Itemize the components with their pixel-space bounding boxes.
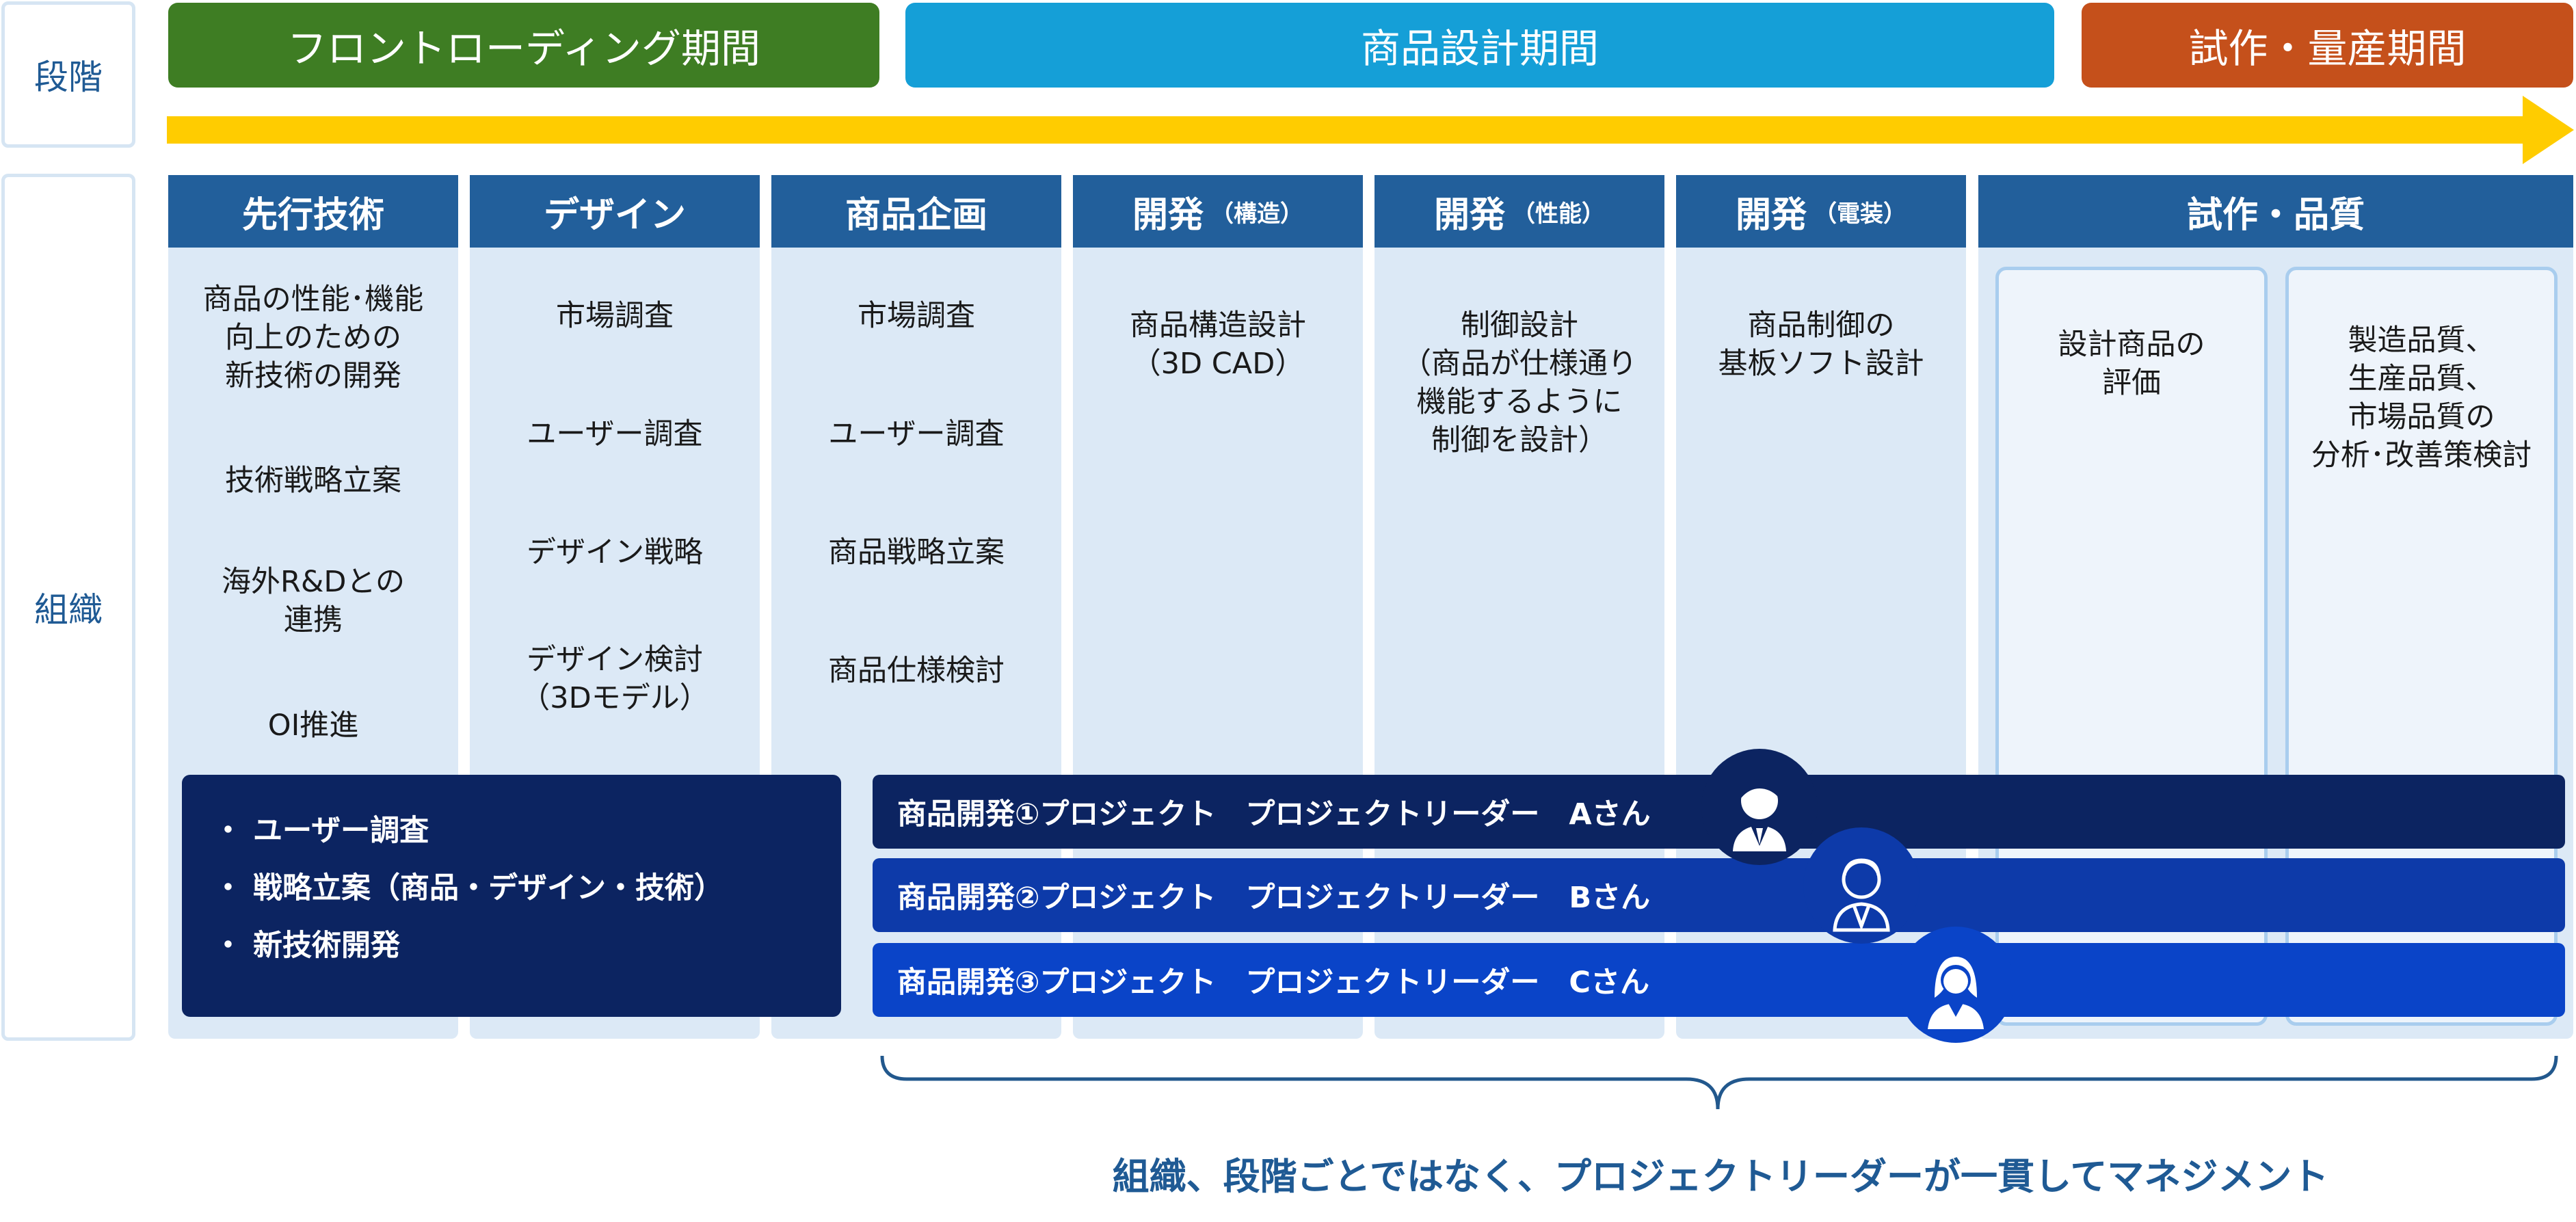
column-header: 開発（電装） [1676,175,1966,248]
column-title: 開発 [1735,194,1807,236]
phase-product-design: 商品設計期間 [905,3,2054,88]
project-label: 商品開発③プロジェクト プロジェクトリーダー Cさん [897,966,1649,1000]
task-item: ユーザー調査 [527,417,703,451]
timeline-arrow [167,96,2574,164]
org-label: 組織 [34,590,103,630]
phase-label: フロントローディング期間 [287,25,760,72]
phase-frontloading: フロントローディング期間 [168,3,879,88]
task-item: デザイン検討 （3Dモデル） [520,643,709,715]
summary-bullet: ・ 新技術開発 [213,929,400,963]
leader-b-businessman-icon [1803,827,1920,944]
task-item: 商品戦略立案 [828,535,1005,570]
project-bar-3: 商品開発③プロジェクト プロジェクトリーダー Cさん [873,943,2565,1017]
summary-bullet: ・ ユーザー調査 [213,814,429,848]
column-subtitle: （性能） [1512,200,1605,228]
column-header: 開発（構造） [1073,175,1363,248]
task-item: 市場調査 [858,299,975,333]
column-header: 先行技術 [168,175,458,248]
stage-label: 段階 [34,57,103,97]
phase-label: 商品設計期間 [1360,25,1599,72]
column-title: 先行技術 [241,194,384,236]
task-item: デザイン戦略 [527,535,703,570]
task-item: 商品制御の 基板ソフト設計 [1718,308,1924,381]
frontloading-summary-box: ・ ユーザー調査 ・ 戦略立案（商品・デザイン・技術） ・ 新技術開発 [182,775,841,1017]
org-label-box: 組織 [1,174,135,1041]
column-title: 開発 [1132,194,1204,236]
task-item: ユーザー調査 [828,417,1005,451]
column-header: デザイン [470,175,760,248]
column-title: 開発 [1433,194,1505,236]
task-item: 制御設計 （商品が仕様通り 機能するように 制御を設計） [1402,308,1637,457]
project-label: 商品開発①プロジェクト プロジェクトリーダー Aさん [897,797,1651,832]
span-brace [880,1055,2558,1110]
task-item: OI推進 [267,708,359,743]
task-item: 技術戦略立案 [225,464,401,498]
stage-label-box: 段階 [1,1,135,148]
task-item: 商品仕様検討 [828,654,1005,688]
task-item: 商品の性能･機能 向上のための 新技術の開発 [202,282,424,393]
column-title: デザイン [543,194,686,236]
column-header: 試作・品質 [1978,175,2573,248]
column-title: 商品企画 [845,194,987,236]
task-item: 市場調査 [556,299,674,333]
column-subtitle: （構造） [1210,200,1303,228]
leader-a-businessman-icon [1701,749,1818,865]
summary-bullet: ・ 戦略立案（商品・デザイン・技術） [213,871,723,905]
task-item: 製造品質、 生産品質、 市場品質の 分析･改善策検討 [2311,323,2532,473]
task-item: 海外R&Dとの 連携 [221,565,406,637]
summary-caption: 組織、段階ごとではなく、プロジェクトリーダーが一貫してマネジメント [1112,1155,2329,1198]
column-header: 商品企画 [771,175,1061,248]
column-subtitle: （電装） [1814,200,1907,228]
column-header: 開発（性能） [1375,175,1664,248]
leader-c-businesswoman-icon [1898,927,2014,1043]
project-label: 商品開発②プロジェクト プロジェクトリーダー Bさん [897,881,1651,915]
task-item: 商品構造設計 （3D CAD） [1130,308,1306,381]
column-title: 試作・品質 [2186,194,2365,236]
phase-prototype-mass-production: 試作・量産期間 [2082,3,2573,88]
task-item: 設計商品の 評価 [2058,328,2205,400]
project-bar-2: 商品開発②プロジェクト プロジェクトリーダー Bさん [873,858,2565,932]
phase-label: 試作・量産期間 [2188,25,2467,72]
